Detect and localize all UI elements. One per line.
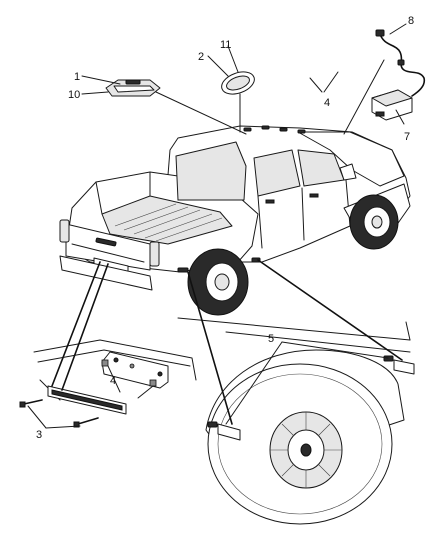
rear-side-marker-lamp	[177, 267, 189, 273]
callout-3: 3	[36, 429, 42, 441]
callout-11: 11	[220, 39, 231, 51]
side-window-rear	[253, 149, 301, 197]
callout-2: 2	[198, 51, 204, 63]
taillight-left	[59, 219, 70, 243]
tailgate-handle	[95, 237, 117, 247]
callout-1: 1	[74, 71, 80, 83]
lamp-lens-bezel	[221, 71, 255, 133]
side-mirror	[339, 163, 357, 181]
callout-labels: 1 10 2 11 4 8 7 5 4 3	[36, 15, 414, 441]
front-side-marker-lamp	[251, 257, 261, 263]
callout-leaders	[27, 23, 407, 429]
large-tire	[207, 363, 393, 525]
mounting-screws	[19, 399, 99, 428]
rear-wheel	[187, 248, 249, 316]
fender-marker-inset	[177, 259, 415, 525]
callout-10: 10	[68, 89, 80, 101]
callout-4-inset: 4	[110, 375, 116, 387]
tailgate-lamp-inset	[19, 261, 197, 428]
wiring-harness	[379, 33, 426, 97]
side-marker-lamp-rear	[207, 421, 241, 441]
callout-4-top: 4	[324, 97, 330, 109]
roof-marker-lamps	[243, 125, 306, 134]
front-wheel	[349, 194, 399, 250]
control-module-assembly	[343, 29, 426, 135]
truck-hood	[297, 131, 405, 187]
taillight-right	[149, 241, 160, 267]
cab-rear-window	[175, 141, 247, 201]
retainer-nuts	[101, 359, 157, 399]
callout-5: 5	[268, 333, 274, 345]
rear-bumper	[59, 255, 153, 291]
callout-7: 7	[404, 131, 410, 143]
callout-8: 8	[408, 15, 414, 27]
pickup-truck	[59, 125, 411, 316]
bed-ribs	[114, 203, 223, 242]
